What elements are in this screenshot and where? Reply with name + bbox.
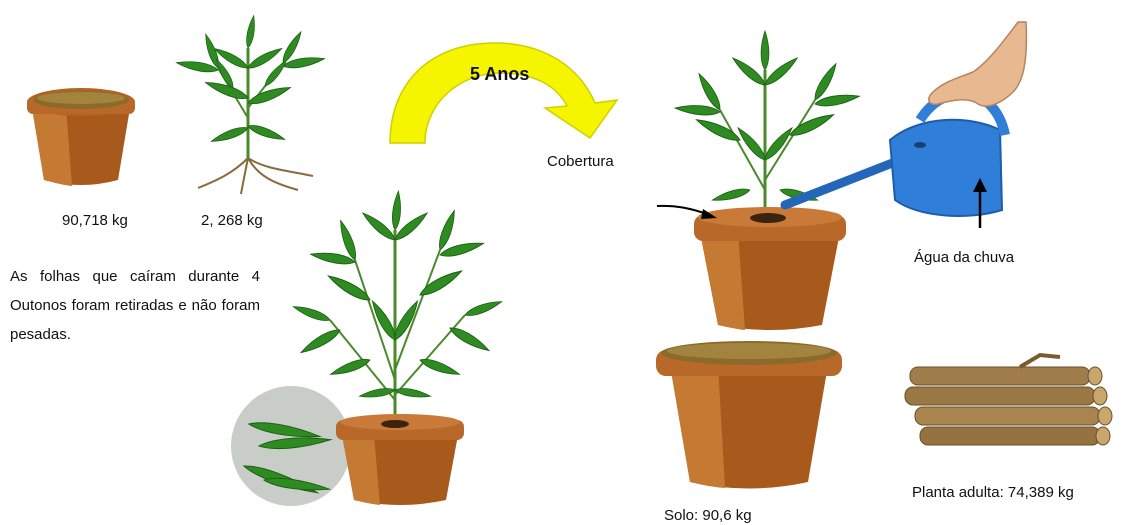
final-soil-label: Solo: 90,6 kg xyxy=(664,507,752,524)
initial-plant-label: 2, 268 kg xyxy=(201,212,263,229)
cover-label: Cobertura xyxy=(547,153,614,170)
note-text: As folhas que caíram durante 4 Outonos f… xyxy=(10,262,260,349)
cover-pointer-icon xyxy=(655,200,725,225)
years-label: 5 Anos xyxy=(470,64,529,85)
seedling-icon xyxy=(163,8,333,198)
final-pot-icon xyxy=(650,330,848,490)
adult-plant-label: Planta adulta: 74,389 kg xyxy=(912,484,1074,501)
logs-icon xyxy=(900,355,1120,460)
grown-plant-icon xyxy=(300,200,490,510)
hand-icon xyxy=(918,22,1028,112)
growth-arrow-icon xyxy=(385,28,640,148)
rain-water-label: Água da chuva xyxy=(914,249,1014,266)
rain-arrow-icon xyxy=(970,178,990,230)
initial-soil-label: 90,718 kg xyxy=(62,212,128,229)
empty-pot-icon xyxy=(22,80,140,190)
